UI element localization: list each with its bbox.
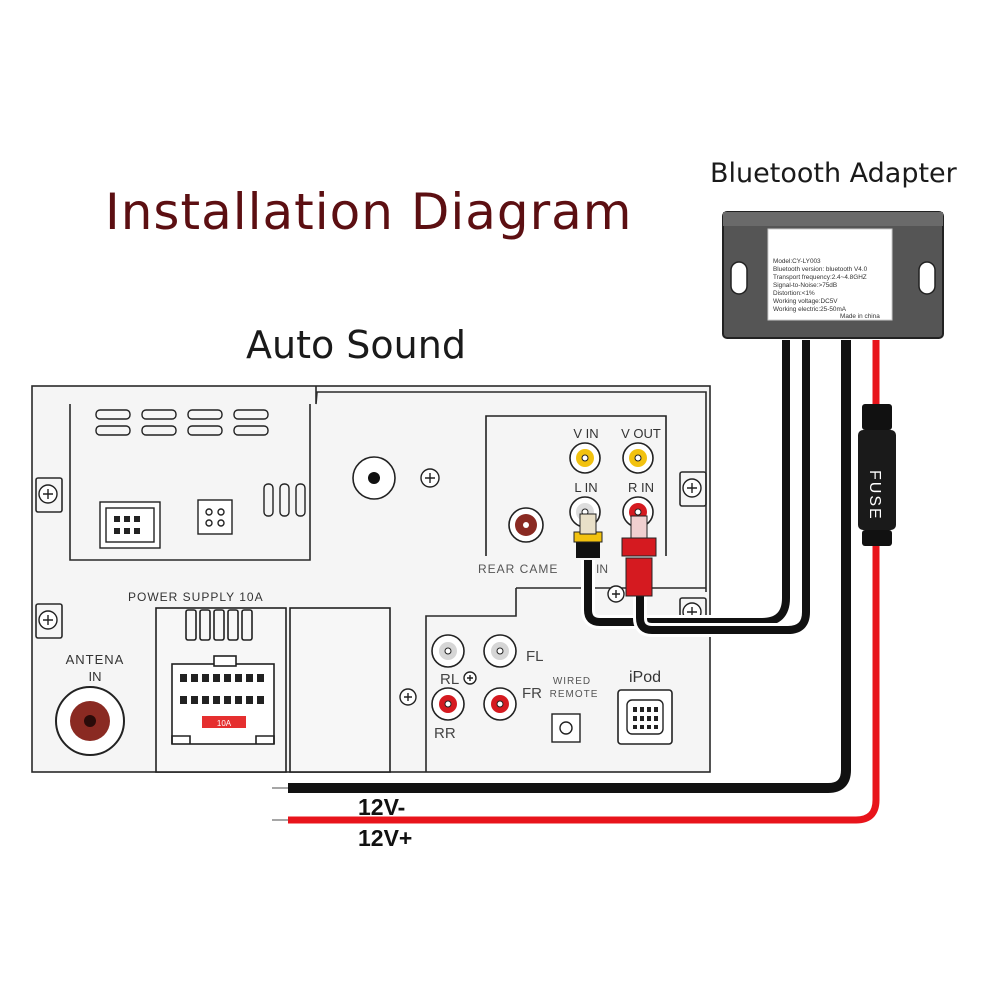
rr-label: RR — [434, 725, 456, 742]
v-out-label: V OUT — [621, 426, 661, 441]
fr-label: FR — [522, 685, 542, 702]
screw-icon — [38, 484, 58, 504]
rca-fl-jack — [483, 634, 517, 668]
fuse-chip-label: 10A — [217, 719, 232, 728]
ipod-label: iPod — [629, 669, 661, 686]
wires — [272, 340, 883, 827]
adapter-spec-line: Working electric:25-50mA — [773, 306, 847, 313]
adapter-spec-line: Bluetooth version: bluetooth V4.0 — [773, 266, 868, 273]
v-in-label: V IN — [573, 426, 598, 441]
rca-v-in-jack — [569, 442, 601, 474]
power-supply-label: POWER SUPPLY 10A — [128, 590, 264, 604]
rear-camera-label: REAR CAME — [478, 562, 558, 576]
negative-wire-label: 12V- — [358, 794, 405, 820]
bluetooth-adapter: Model:CY-LY003 Bluetooth version: blueto… — [722, 211, 944, 339]
power-connector — [155, 607, 287, 773]
screw-icon — [38, 610, 58, 630]
vent-slots — [95, 409, 306, 517]
wired-remote-label-2: REMOTE — [550, 689, 599, 700]
r-in-label: R IN — [628, 480, 654, 495]
adapter-spec-line: Working voltage:DC5V — [773, 298, 838, 305]
screw-icon — [463, 671, 477, 685]
fl-label: FL — [526, 648, 544, 665]
aux-jack — [352, 456, 396, 500]
wired-remote-port — [551, 713, 581, 743]
head-unit-title: Auto Sound — [246, 323, 466, 367]
screw-icon — [399, 688, 417, 706]
ground-wire — [288, 340, 851, 793]
rca-fr-jack — [483, 687, 517, 721]
rca-rl-jack — [431, 634, 465, 668]
screw-icon — [607, 585, 625, 603]
diagram-title: Installation Diagram — [105, 183, 633, 241]
screw-icon — [420, 468, 440, 488]
wired-remote-label: WIRED — [553, 676, 591, 687]
antenna-jack — [55, 686, 125, 756]
antenna-label-in: IN — [89, 669, 102, 684]
fuse-label: FUSE — [866, 470, 883, 521]
rear-camera-in-label: IN — [596, 562, 608, 576]
adapter-made-in: Made in china — [840, 313, 880, 320]
rca-cable-right — [636, 340, 810, 634]
adapter-spec-line: Distortion:<1% — [773, 290, 815, 297]
rca-plug-white — [573, 513, 603, 558]
screw-icon — [682, 478, 702, 498]
rca-v-out-jack — [622, 442, 654, 474]
adapter-spec-list: Model:CY-LY003 Bluetooth version: blueto… — [773, 258, 880, 320]
positive-wire — [288, 340, 880, 824]
bluetooth-adapter-title: Bluetooth Adapter — [710, 158, 957, 189]
positive-wire-label: 12V+ — [358, 825, 412, 851]
rl-label: RL — [440, 671, 459, 688]
small-connector — [99, 499, 233, 549]
adapter-spec-line: Model:CY-LY003 — [773, 258, 821, 265]
blank-module — [289, 607, 391, 773]
rca-cable-left — [584, 340, 790, 626]
l-in-label: L IN — [574, 480, 597, 495]
fuse-holder: FUSE — [858, 404, 896, 546]
rca-rr-jack — [431, 687, 465, 721]
rca-plug-red — [621, 515, 657, 597]
ipod-port — [617, 689, 673, 745]
antenna-label: ANTENA — [66, 652, 125, 667]
speaker-jacks: FL RL FR RR — [431, 634, 544, 742]
adapter-spec-line: Signal-to-Noise:>75dB — [773, 282, 837, 289]
rear-camera-jack — [508, 507, 544, 543]
adapter-spec-line: Transport frequency:2.4~4.8GHZ — [773, 274, 867, 281]
